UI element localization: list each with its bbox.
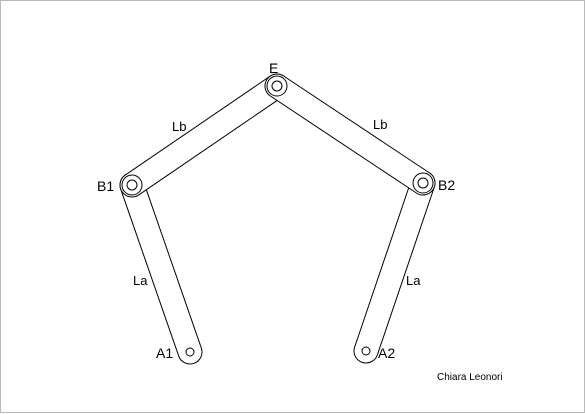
- link-lb-right: [264, 73, 436, 196]
- joint-label-a2: A2: [378, 345, 395, 361]
- joint-label-a1: A1: [156, 345, 173, 361]
- joint-label-b1: B1: [97, 178, 114, 194]
- link-label-lb-right: Lb: [373, 117, 387, 132]
- link-label-la-right: La: [406, 273, 421, 288]
- link-la-left: [119, 172, 203, 365]
- joint-pin-a2: [361, 346, 371, 356]
- joint-pin-e: [266, 75, 288, 97]
- link-label-la-left: La: [133, 273, 148, 288]
- joint-label-b2: B2: [438, 177, 455, 193]
- author-credit: Chiara Leonori: [437, 372, 503, 383]
- link-la-right: [353, 170, 436, 364]
- link-lb-left: [119, 73, 290, 198]
- link-label-lb-left: Lb: [172, 119, 186, 134]
- joint-pin-b1: [121, 174, 143, 196]
- joint-pin-a1: [185, 347, 195, 357]
- joint-label-e: E: [269, 60, 278, 76]
- joint-pin-b2: [412, 172, 434, 194]
